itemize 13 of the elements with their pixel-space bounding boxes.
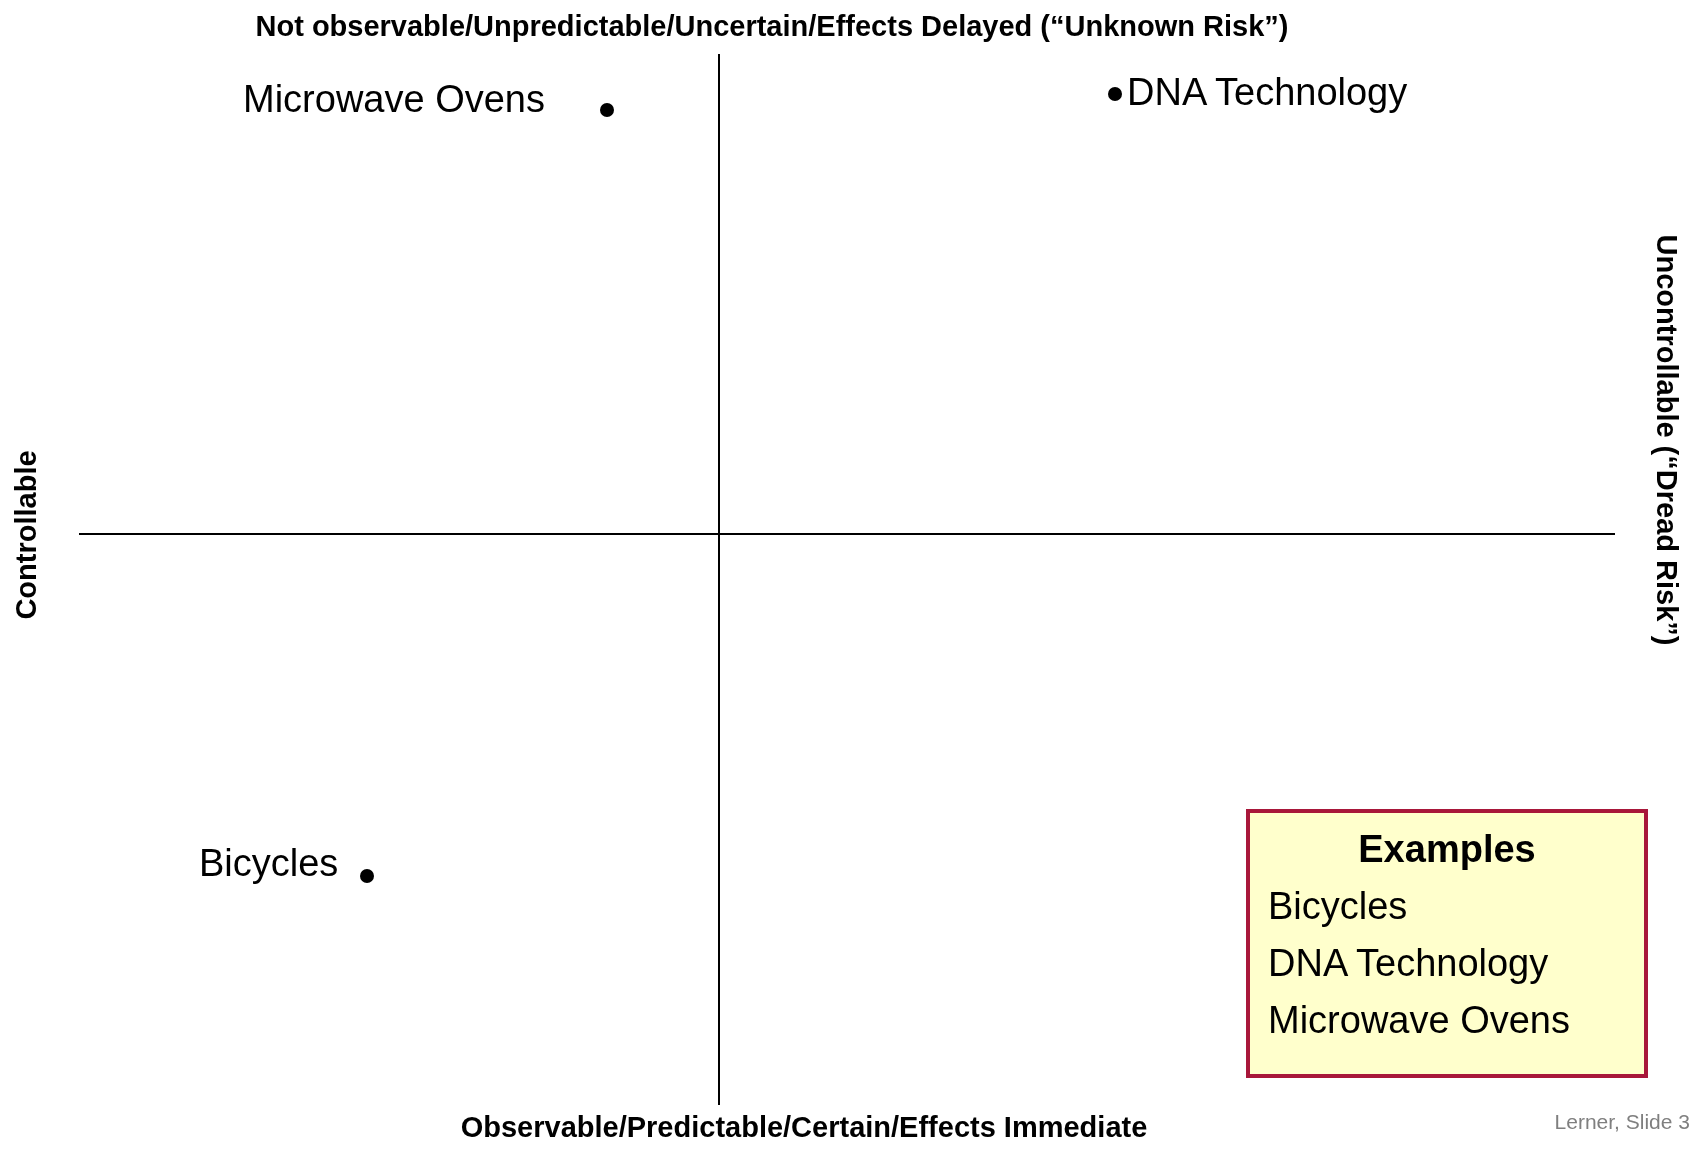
axis-title: Observable/Predictable/Certain/Effects Immediate — [460, 1112, 1148, 1144]
example-item: Bicycles — [1268, 884, 1408, 929]
legend-box — [1246, 809, 1648, 1078]
point-label: Microwave Ovens — [243, 79, 545, 121]
example-item: Microwave Ovens — [1268, 998, 1570, 1043]
example-item: DNA Technology — [1268, 941, 1549, 986]
point-label: Bicycles — [199, 843, 339, 885]
axis-title: Not observable/Unpredictable/Uncertain/Effects Delayed (“Unknown Risk”) — [255, 11, 1289, 43]
box-heading: Examples — [1358, 827, 1536, 872]
slide-footer: Lerner, Slide 3 — [1554, 1110, 1690, 1134]
axis-title: Controllable — [11, 450, 43, 620]
axis-title: Uncontrollable (“Dread Risk”) — [1650, 234, 1682, 646]
point-label: DNA Technology — [1127, 72, 1408, 114]
